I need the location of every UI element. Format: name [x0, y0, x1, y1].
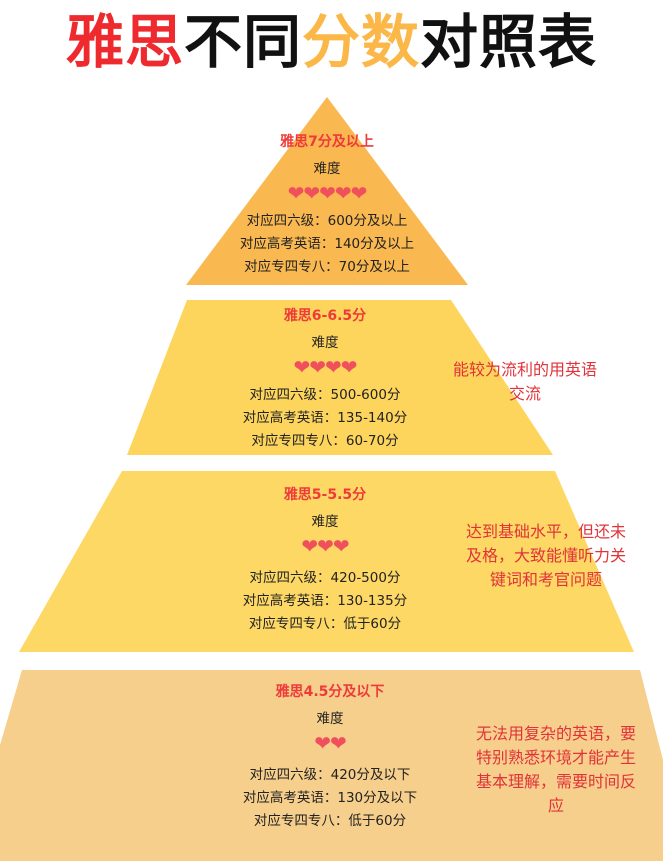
gaokao-equivalent: 对应高考英语：130分及以下: [242, 790, 418, 806]
cet-equivalent: 对应四六级：420-500分: [249, 570, 401, 586]
level-6-6.5: 雅思6-6.5分 难度 ❤❤❤❤ 对应四六级：500-600分 对应高考英语：1…: [205, 305, 445, 453]
difficulty-label: 难度: [316, 711, 344, 727]
page-title: 雅思不同分数对照表: [0, 4, 663, 80]
tem-equivalent: 对应专四专八：60-70分: [251, 433, 399, 449]
level-4.5-below: 雅思4.5分及以下 难度 ❤❤ 对应四六级：420分及以下 对应高考英语：130…: [210, 681, 450, 833]
level-5-5.5: 雅思5-5.5分 难度 ❤❤❤ 对应四六级：420-500分 对应高考英语：13…: [205, 484, 445, 636]
level-title: 雅思6-6.5分: [283, 308, 367, 324]
cet-equivalent: 对应四六级：500-600分: [249, 387, 401, 403]
level-note: 达到基础水平，但还未及格，大致能懂听力关键词和考官问题: [465, 522, 626, 589]
gaokao-equivalent: 对应高考英语：140分及以上: [239, 236, 415, 252]
heart-icon: ❤❤❤: [301, 534, 349, 558]
level-note: 能较为流利的用英语交流: [452, 360, 597, 403]
heart-icon: ❤❤❤❤: [293, 355, 357, 379]
difficulty-label: 难度: [311, 335, 339, 351]
tem-equivalent: 对应专四专八：低于60分: [253, 813, 407, 829]
gaokao-equivalent: 对应高考英语：135-140分: [242, 410, 408, 426]
gaokao-equivalent: 对应高考英语：130-135分: [242, 593, 408, 609]
tem-equivalent: 对应专四专八：低于60分: [248, 616, 402, 632]
level-title: 雅思5-5.5分: [283, 487, 367, 503]
title-scores: 分数: [302, 8, 421, 76]
cet-equivalent: 对应四六级：600分及以上: [246, 213, 408, 229]
difficulty-label: 难度: [311, 514, 339, 530]
level-title: 雅思4.5分及以下: [275, 684, 385, 700]
title-comparison: 对照表: [420, 8, 598, 76]
pyramid-level-4: [0, 670, 663, 861]
pyramid-level-1: [186, 97, 468, 285]
heart-icon: ❤❤: [314, 731, 347, 755]
level-7-plus: 雅思7分及以上 难度 ❤❤❤❤❤ 对应四六级：600分及以上 对应高考英语：14…: [207, 131, 447, 279]
difficulty-label: 难度: [313, 161, 341, 177]
heart-icon: ❤❤❤❤❤: [287, 181, 368, 205]
pyramid-level-2: [127, 300, 553, 455]
pyramid-level-3: [19, 471, 634, 652]
title-ielts: 雅思: [65, 8, 184, 76]
cet-equivalent: 对应四六级：420分及以下: [249, 767, 411, 783]
tem-equivalent: 对应专四专八：70分及以上: [244, 259, 410, 275]
title-different: 不同: [183, 8, 302, 76]
level-note: 无法用复杂的英语，要特别熟悉环境才能产生基本理解，需要时间反应: [475, 724, 636, 815]
level-title: 雅思7分及以上: [280, 134, 374, 150]
